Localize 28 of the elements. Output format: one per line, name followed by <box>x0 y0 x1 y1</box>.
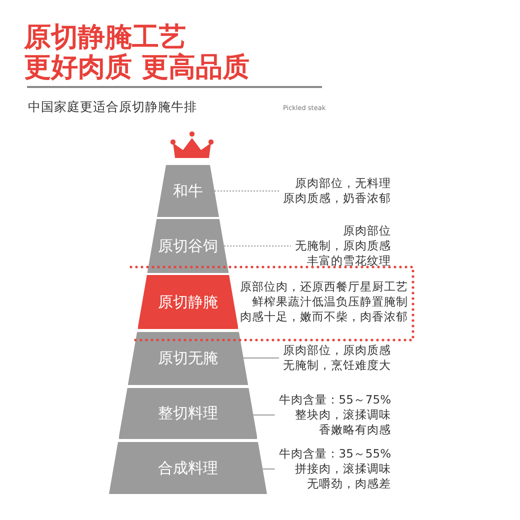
description-text: 无嚼劲，肉感差 <box>307 476 391 492</box>
highlight-description: 肉感十足，嫩而不柴，肉香浓郁 <box>240 310 408 324</box>
leader-line <box>252 414 276 416</box>
title: 原切静腌工艺 <box>24 22 186 53</box>
headline: 更好肉质 更高品质 <box>24 52 250 84</box>
highlight-description: 原部位肉，还原西餐厅星厨工艺 <box>240 280 408 294</box>
tier-label: 原切无腌 <box>158 349 218 368</box>
subtitle: 中国家庭更适合原切静腌牛排 <box>28 99 197 114</box>
tier-label: 整切料理 <box>158 404 218 423</box>
description-text: 无腌制，原肉质感 <box>295 238 391 254</box>
description-text: 香嫩略有肉感 <box>319 422 391 438</box>
description-text: 原肉部位，原肉质感 <box>283 343 391 358</box>
description-text: 拼接肉，滚揉调味 <box>295 462 391 476</box>
leader-line <box>262 468 276 470</box>
leader-line <box>214 190 280 192</box>
description-text: 原肉质感，奶香浓郁 <box>283 191 391 206</box>
tier-label: 原切静腌 <box>158 292 218 312</box>
tier-label: 合成料理 <box>158 458 218 478</box>
tier-label: 和牛 <box>172 182 203 200</box>
tier-label: 原切谷饲 <box>158 236 218 256</box>
description-text: 牛肉含量：55～75% <box>278 392 391 408</box>
highlight-description: 鲜榨果蔬汁低温负压静置腌制 <box>252 294 408 310</box>
description-text: 原肉部位，无料理 <box>295 176 391 191</box>
description-text: 丰富的雪花纹理 <box>307 254 391 268</box>
description-text: 无腌制，烹饪难度大 <box>283 358 391 373</box>
description-text: 原肉部位 <box>343 224 391 238</box>
description-text: 牛肉含量：35～55% <box>278 446 391 462</box>
description-text: 整块肉，滚揉调味 <box>295 408 391 422</box>
